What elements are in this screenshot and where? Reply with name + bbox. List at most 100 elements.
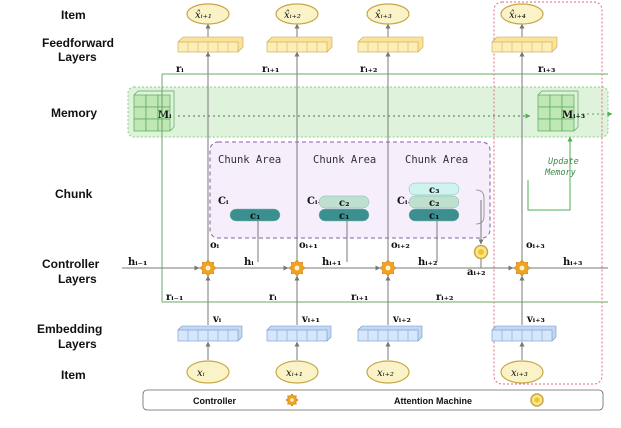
o-label: oᵢ₊₁	[299, 240, 318, 251]
input-item-node	[500, 360, 544, 384]
memory-cell	[133, 106, 147, 120]
r-top-label: rᵢ₊₂	[360, 64, 377, 75]
legend-gear-shape	[285, 393, 299, 407]
input-item-node	[275, 360, 319, 384]
controller-gear-icon	[379, 259, 397, 277]
a-label: aᵢ₊₂	[467, 267, 486, 278]
row-label-chunk: Chunk	[55, 187, 93, 201]
highlight-step-box	[493, 1, 603, 385]
row-label-memory: Memory	[51, 106, 97, 120]
memory-cell	[549, 106, 563, 120]
update-memory-arrow	[527, 136, 573, 211]
controller-gears	[199, 259, 531, 277]
o-label: oᵢ	[210, 240, 220, 251]
row-label-controller-line2: Layers	[58, 272, 97, 286]
v-label: vᵢ	[212, 314, 222, 325]
controller-gear-icon	[288, 259, 306, 277]
chunk-area-title: Chunk Area	[313, 154, 376, 166]
chunk-pill-label: c₁	[339, 211, 349, 222]
output-item-node	[275, 3, 319, 25]
o-label: oᵢ₊₃	[526, 240, 545, 251]
memory-cell	[157, 94, 171, 108]
row-label-feedforward-line2: Layers	[58, 50, 97, 64]
output-item-label: x̂ᵢ₊₁	[195, 10, 212, 21]
h-label: hᵢ₊₂	[418, 257, 437, 268]
output-item-label: x̂ᵢ₊₃	[375, 10, 392, 21]
chunk-area-title: Chunk Area	[405, 154, 468, 166]
legend-controller-label: Controller	[193, 396, 236, 406]
v-label: vᵢ₊₁	[301, 314, 320, 325]
embedding-layer	[491, 325, 557, 342]
row-label-item-top: Item	[61, 8, 86, 22]
feedforward-layers	[177, 36, 558, 53]
memory-cell	[537, 106, 551, 120]
row-label-controller: Controller Layers	[42, 257, 103, 286]
chunk-pill-label: c₃	[429, 185, 439, 196]
chunk-pill	[408, 208, 460, 222]
chunk-pill	[229, 208, 281, 222]
output-item-node	[500, 3, 544, 25]
legend-box	[142, 389, 604, 411]
chunk-pill-label: c₂	[339, 198, 349, 209]
memory-cell	[145, 94, 159, 108]
memory-cell	[133, 118, 147, 132]
chunk-block-label: Cᵢ	[218, 196, 229, 207]
legend-attention-icon	[530, 393, 544, 407]
feedforward-layer	[266, 36, 333, 53]
h-label: hᵢ	[244, 257, 254, 268]
feedforward-layer	[491, 36, 558, 53]
embedding-layer	[177, 325, 243, 342]
h-label: hᵢ₊₁	[322, 257, 341, 268]
update-memory-line1: Update	[548, 157, 579, 167]
row-label-controller-line1: Controller	[42, 257, 100, 271]
h-label: hᵢ₋₁	[128, 257, 147, 268]
attention-to-controller-line	[480, 259, 514, 269]
memory-left-label: Mᵢ	[158, 110, 172, 121]
legend-gear-icon	[285, 393, 299, 407]
row-label-embedding-line2: Layers	[58, 337, 97, 351]
memory-cell	[145, 118, 159, 132]
feedforward-layer	[357, 36, 424, 53]
memory-cell	[133, 94, 147, 108]
legend-attention-label: Attention Machine	[394, 396, 472, 406]
v-label: vᵢ₊₃	[526, 314, 545, 325]
embedding-layer	[357, 325, 423, 342]
chunk-pill-label: c₂	[429, 198, 439, 209]
controller-gear-icon	[199, 259, 217, 277]
memory-cell	[549, 118, 563, 132]
output-item-node	[186, 3, 230, 25]
memory-grid-left	[133, 90, 175, 132]
input-item-label: xᵢ₊₃	[511, 368, 528, 379]
r-bottom-label: rᵢ₊₂	[436, 292, 453, 303]
r-top-label: rᵢ	[176, 64, 184, 75]
row-label-embedding-line1: Embedding	[37, 322, 102, 336]
attention-machine-node	[473, 244, 489, 260]
row-label-item-bottom: Item	[61, 368, 86, 382]
r-bottom-label: rᵢ₋₁	[166, 292, 183, 303]
v-label: vᵢ₊₂	[392, 314, 411, 325]
chunk-pill	[318, 208, 370, 222]
update-memory-line2: Memory	[544, 168, 577, 178]
input-item-label: xᵢ₊₁	[286, 368, 303, 379]
memory-cell	[157, 118, 171, 132]
input-item-label: xᵢ	[197, 368, 205, 379]
chunk-area-title: Chunk Area	[218, 154, 281, 166]
memory-grid-right	[537, 90, 579, 132]
r-top-label: rᵢ₊₃	[538, 64, 555, 75]
chunk-pill-label: c₁	[429, 211, 439, 222]
memory-right-label: Mᵢ₊₃	[562, 110, 585, 121]
memory-band	[127, 86, 609, 138]
memory-cell	[537, 94, 551, 108]
output-item-label: x̂ᵢ₊₄	[509, 10, 526, 21]
embedding-layer	[266, 325, 332, 342]
update-memory-label: Update Memory	[544, 157, 584, 178]
memory-cell	[561, 94, 575, 108]
output-item-node	[366, 3, 410, 25]
embedding-layers	[177, 325, 557, 342]
chunk-pill	[408, 195, 460, 209]
row-label-embedding: Embedding Layers	[37, 322, 106, 351]
output-item-label: x̂ᵢ₊₂	[284, 10, 301, 21]
chunk-bracket	[475, 189, 485, 225]
